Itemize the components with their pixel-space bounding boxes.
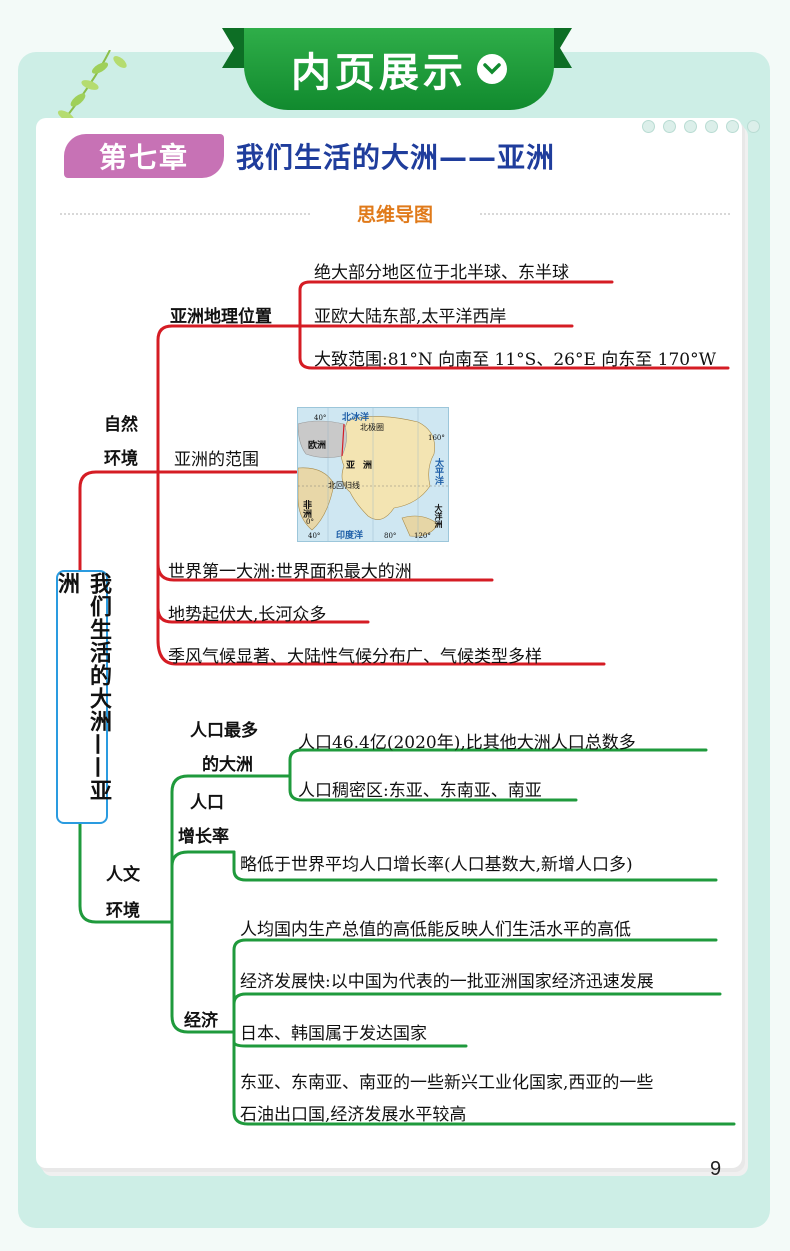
map-label-indian: 印度洋 (336, 531, 364, 541)
economy-item-line1: 东亚、东南亚、南亚的一些新兴工业化国家,西亚的一些 (240, 1073, 654, 1093)
economy-item: 人均国内生产总值的高低能反映人们生活水平的高低 (240, 920, 631, 940)
banner-title: 内页展示 (291, 50, 467, 96)
map-label-pacific: 太平洋 (433, 458, 443, 485)
economy-item-line2: 石油出口国,经济发展水平较高 (240, 1105, 467, 1125)
range-label: 亚洲的范围 (174, 450, 259, 470)
map-label-tropic: 北回归线 (328, 481, 360, 490)
fact-item: 世界第一大洲:世界面积最大的洲 (168, 562, 412, 582)
economy-item: 日本、韩国属于发达国家 (240, 1024, 427, 1044)
heading-divider-right (480, 213, 730, 215)
human-label-line2: 环境 (106, 901, 140, 921)
growth-item: 略低于世界平均人口增长率(人口基数大,新增人口多) (240, 855, 633, 875)
natural-label-line1: 自然 (104, 415, 138, 435)
map-label-deg120e: 120° (414, 532, 431, 540)
population-label-line2: 的大洲 (202, 755, 253, 775)
chevron-down-icon (477, 54, 507, 84)
map-label-oceania: 大洋洲 (434, 504, 444, 528)
human-label-line1: 人文 (106, 865, 140, 885)
mindmap-heading: 思维导图 (356, 204, 433, 226)
title-banner: 内页展示 (244, 28, 554, 110)
location-item: 绝大部分地区位于北半球、东半球 (314, 263, 569, 283)
economy-item: 经济发展快:以中国为代表的一批亚洲国家经济迅速发展 (240, 972, 654, 992)
map-label-arctic: 北冰洋 (342, 413, 370, 423)
map-label-deg40n: 40° (314, 414, 327, 422)
population-label-line1: 人口最多 (190, 721, 258, 741)
growth-label-line1: 人口 (190, 793, 224, 813)
population-item: 人口46.4亿(2020年),比其他大洲人口总数多 (298, 733, 636, 753)
natural-label-line2: 环境 (104, 449, 138, 469)
map-label-arctic-circle: 北极圈 (360, 423, 384, 432)
location-item: 亚欧大陆东部,太平洋西岸 (314, 307, 507, 327)
chapter-tag: 第七章 (64, 134, 224, 178)
map-label-asia: 亚洲 (346, 461, 381, 471)
chapter-title: 我们生活的大洲——亚洲 (236, 141, 556, 174)
map-label-europe: 欧洲 (308, 441, 327, 451)
economy-label: 经济 (184, 1011, 218, 1031)
location-item: 大致范围:81°N 向南至 11°S、26°E 向东至 170°W (314, 350, 717, 370)
map-label-africa: 非洲 (301, 500, 311, 518)
map-label-deg40w: 40° (308, 532, 321, 540)
heading-divider-left (60, 213, 310, 215)
page-number: 9 (710, 1158, 722, 1180)
root-label: 我们生活的大洲——亚洲 (54, 572, 111, 802)
fact-item: 季风气候显著、大陆性气候分布广、气候类型多样 (168, 647, 542, 667)
fact-item: 地势起伏大,长河众多 (168, 605, 327, 625)
mindmap-root: 我们生活的大洲——亚洲 (54, 570, 111, 824)
asia-map: 北冰洋 北极圈 欧洲 亚洲 北回归线 太平洋 非洲 印度洋 大洋洲 40° 16… (297, 407, 449, 542)
map-label-deg160e: 160° (428, 434, 445, 442)
map-label-deg0: 0° (306, 518, 314, 526)
binder-rings (642, 120, 760, 133)
map-label-deg80e: 80° (384, 532, 397, 540)
growth-label-line2: 增长率 (178, 827, 229, 847)
location-label: 亚洲地理位置 (170, 307, 272, 327)
population-item: 人口稠密区:东亚、东南亚、南亚 (298, 781, 542, 801)
